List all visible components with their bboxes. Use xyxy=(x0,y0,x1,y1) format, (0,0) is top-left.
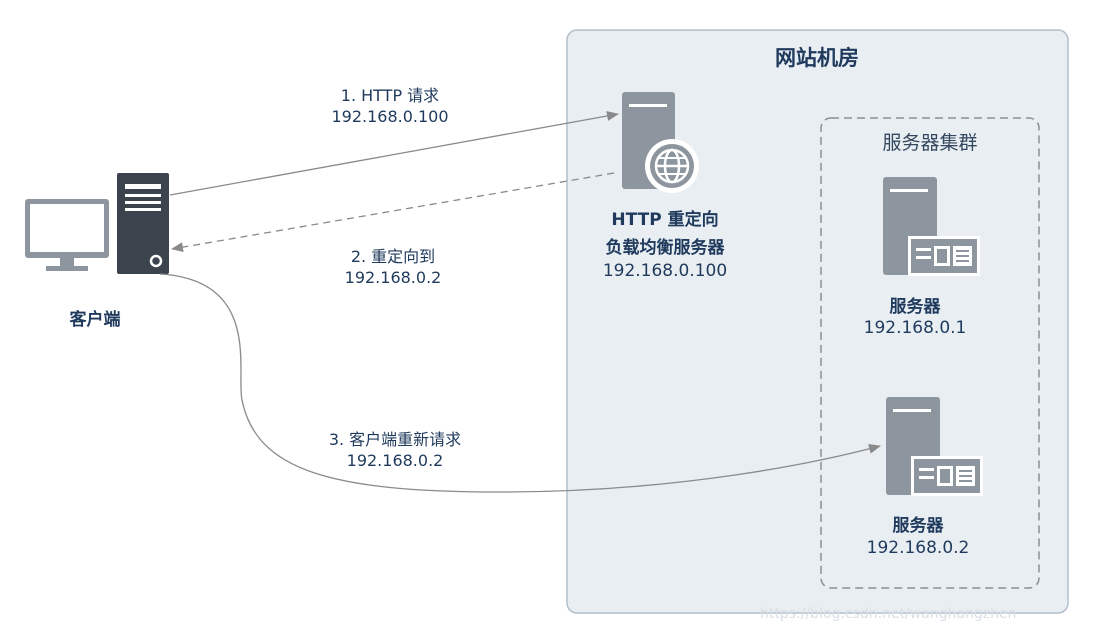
arrow-client-rerequest xyxy=(159,273,881,493)
step-2-ip: 192.168.0.2 xyxy=(344,268,442,287)
step-1-label: 1. HTTP 请求 xyxy=(340,86,440,105)
load-balancer-ip: 192.168.0.100 xyxy=(602,261,728,281)
server-2-label: 服务器 xyxy=(892,516,944,536)
arrow-redirect xyxy=(171,172,615,253)
computer-tower-icon xyxy=(117,173,169,274)
step-2-label: 2. 重定向到 xyxy=(350,247,436,266)
server-2-icon xyxy=(886,397,983,496)
step-1-ip: 192.168.0.100 xyxy=(331,107,449,126)
cluster-container xyxy=(820,117,1040,589)
client-label: 客户端 xyxy=(69,310,121,330)
load-balancer-subtitle: 负载均衡服务器 xyxy=(605,238,725,258)
step-3-label: 3. 客户端重新请求 xyxy=(328,430,462,449)
globe-icon xyxy=(645,139,699,193)
load-balancer-title: HTTP 重定向 xyxy=(611,210,719,230)
room-title: 网站机房 xyxy=(775,46,859,70)
server-1-ip: 192.168.0.1 xyxy=(863,318,967,338)
step-3-ip: 192.168.0.2 xyxy=(346,451,444,470)
server-2-ip: 192.168.0.2 xyxy=(866,538,970,558)
server-1-icon xyxy=(883,177,980,276)
cluster-title: 服务器集群 xyxy=(882,132,978,154)
server-1-label: 服务器 xyxy=(889,297,941,317)
monitor-icon xyxy=(25,199,109,271)
arrow-http-request xyxy=(169,111,619,196)
watermark: https://blog.csdn.net/wanghangzhen xyxy=(760,606,1017,622)
